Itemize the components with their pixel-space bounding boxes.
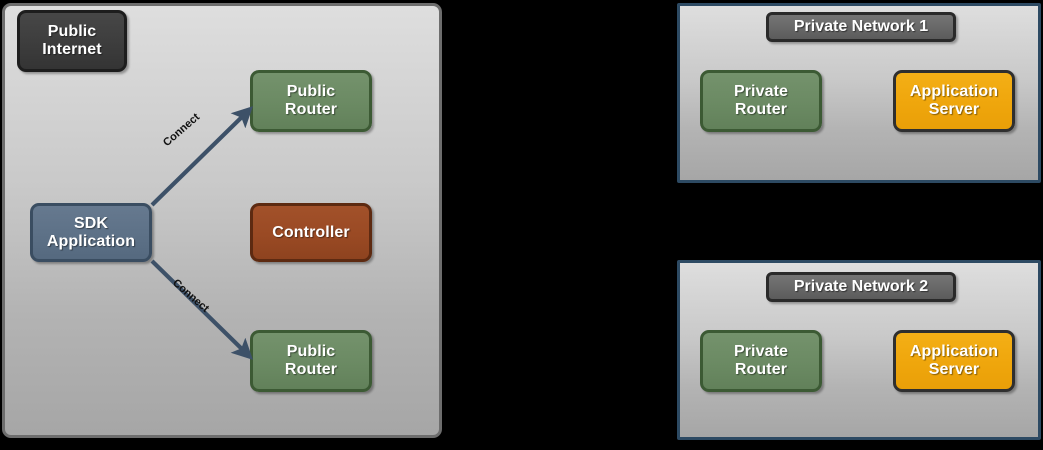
private-network-1-title-badge: Private Network 1 xyxy=(766,12,956,42)
node-application-server-1[interactable]: Application Server xyxy=(893,70,1015,132)
node-private-router-1-label: Private Router xyxy=(733,83,789,118)
private-network-2-title-badge: Private Network 2 xyxy=(766,272,956,302)
node-sdk-application[interactable]: SDK Application xyxy=(30,203,152,262)
node-controller-label: Controller xyxy=(272,223,350,241)
node-sdk-application-label: SDK Application xyxy=(46,214,136,250)
node-controller[interactable]: Controller xyxy=(250,203,372,262)
node-public-router-top-label: Public Router xyxy=(284,83,338,118)
node-public-router-bottom-label: Public Router xyxy=(284,343,338,378)
node-private-router-2[interactable]: Private Router xyxy=(700,330,822,392)
node-application-server-1-label: Application Server xyxy=(909,83,999,118)
node-private-router-2-label: Private Router xyxy=(733,343,789,378)
private-network-2-title: Private Network 2 xyxy=(793,278,929,295)
node-public-internet[interactable]: Public Internet xyxy=(17,10,127,72)
node-application-server-2[interactable]: Application Server xyxy=(893,330,1015,392)
node-public-router-bottom[interactable]: Public Router xyxy=(250,330,372,392)
node-public-router-top[interactable]: Public Router xyxy=(250,70,372,132)
node-private-router-1[interactable]: Private Router xyxy=(700,70,822,132)
node-public-internet-label: Public Internet xyxy=(42,23,102,58)
node-application-server-2-label: Application Server xyxy=(909,343,999,378)
private-network-1-title: Private Network 1 xyxy=(793,18,929,35)
